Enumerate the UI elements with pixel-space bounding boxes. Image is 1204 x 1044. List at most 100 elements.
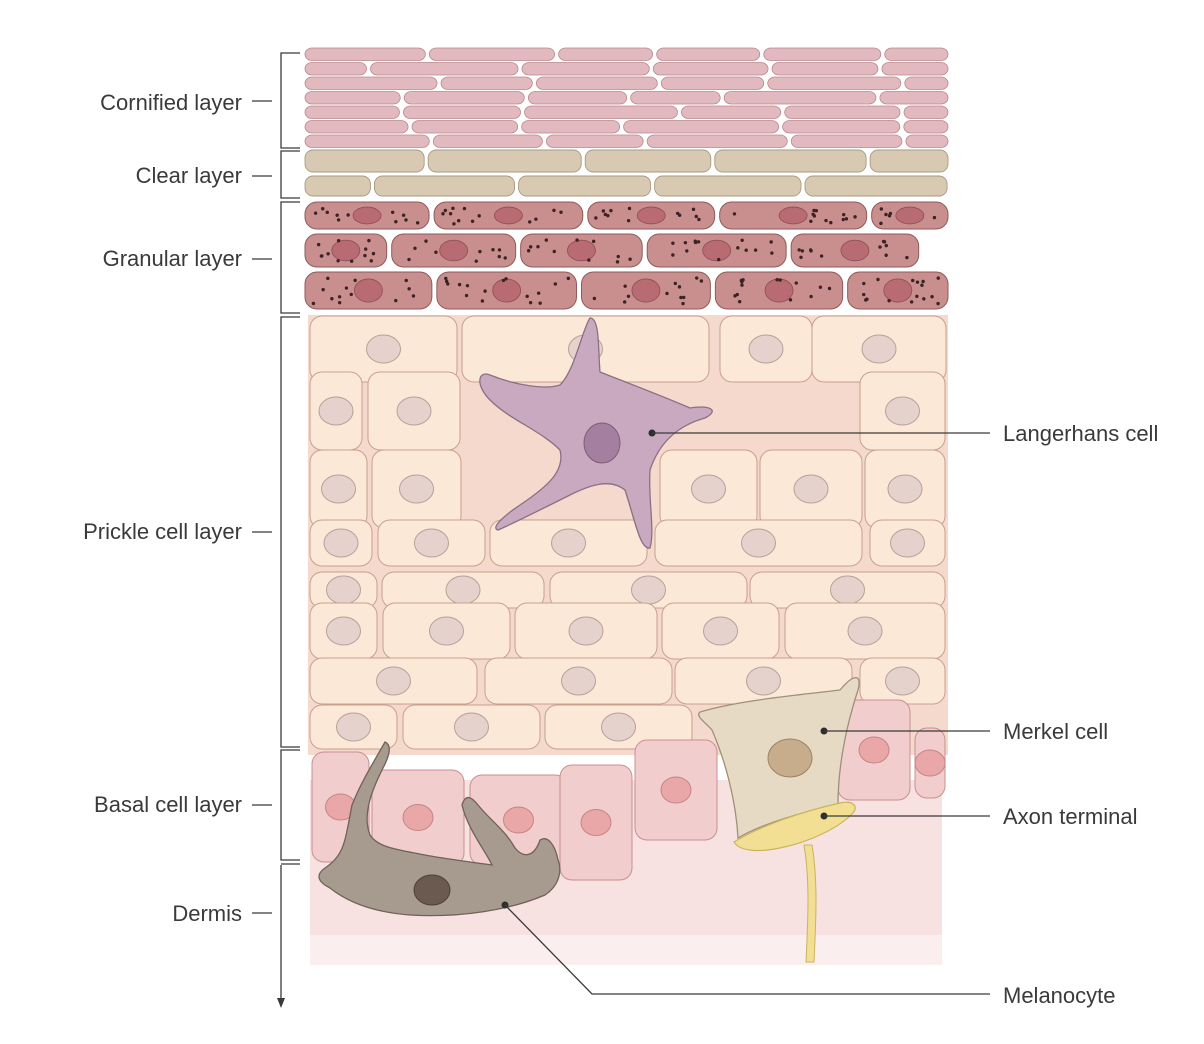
cornified-cell xyxy=(546,135,643,148)
cornified-cell xyxy=(764,48,881,61)
cornified-cell xyxy=(768,77,901,90)
granular-cell xyxy=(848,272,948,309)
cornified-cell xyxy=(536,77,657,90)
cornified-cell xyxy=(305,92,400,105)
cornified-cell xyxy=(653,63,768,76)
cornified-cell xyxy=(305,135,429,148)
clear-cell xyxy=(305,150,424,172)
cornified-cell xyxy=(305,106,399,119)
cornified-cell xyxy=(403,106,520,119)
clear-cell xyxy=(585,150,711,172)
cornified-cell xyxy=(647,135,787,148)
cornified-cell xyxy=(370,63,518,76)
granular-cell xyxy=(791,234,919,267)
cornified-cell xyxy=(624,121,779,134)
prickle-cell xyxy=(662,603,779,659)
cornified-cell xyxy=(724,92,876,105)
dermis-fade xyxy=(310,935,942,965)
clear-layer-cells xyxy=(305,150,948,196)
granular-cell xyxy=(715,272,842,309)
prickle-cell xyxy=(310,372,362,450)
granular-cell xyxy=(305,202,429,229)
basal-cell xyxy=(915,728,945,798)
prickle-cell xyxy=(860,658,945,704)
cornified-cell xyxy=(631,92,721,105)
cornified-cell xyxy=(783,121,900,134)
clear-cell xyxy=(870,150,948,172)
cornified-cell xyxy=(791,135,902,148)
cornified-cell xyxy=(525,106,678,119)
prickle-cell xyxy=(515,603,657,659)
prickle-cell xyxy=(660,450,757,528)
clear-cell xyxy=(655,176,801,196)
prickle-cell xyxy=(490,520,647,566)
granular-cell xyxy=(437,272,577,309)
prickle-cell xyxy=(403,705,540,749)
cornified-cell xyxy=(433,135,542,148)
cornified-cell xyxy=(681,106,780,119)
label-langerhans-cell: Langerhans cell xyxy=(1003,421,1158,446)
prickle-cell xyxy=(865,450,945,528)
layer-brackets xyxy=(281,53,300,864)
granular-cell xyxy=(872,202,948,229)
cornified-cell xyxy=(522,121,620,134)
prickle-cell xyxy=(310,450,367,528)
prickle-cell xyxy=(310,603,377,659)
clear-cell xyxy=(428,150,581,172)
granular-cell xyxy=(305,272,432,309)
label-granular-layer: Granular layer xyxy=(103,246,242,271)
label-dermis: Dermis xyxy=(172,901,242,926)
clear-cell xyxy=(374,176,514,196)
cornified-cell xyxy=(305,63,366,76)
clear-cell xyxy=(805,176,947,196)
prickle-cell xyxy=(860,372,945,450)
cornified-cell xyxy=(661,77,763,90)
prickle-cell xyxy=(655,520,862,566)
granular-cell xyxy=(434,202,583,229)
basal-cell xyxy=(635,740,717,840)
cornified-cell xyxy=(657,48,760,61)
label-prickle-cell-layer: Prickle cell layer xyxy=(83,519,242,544)
clear-cell xyxy=(305,176,370,196)
cornified-layer-cells xyxy=(305,48,948,148)
layer-labels: Cornified layer Clear layer Granular lay… xyxy=(83,90,272,926)
cornified-cell xyxy=(305,121,408,134)
granular-layer-cells xyxy=(305,202,948,309)
cornified-cell xyxy=(772,63,878,76)
prickle-cell xyxy=(785,603,945,659)
prickle-cell xyxy=(310,520,372,566)
prickle-cell xyxy=(310,658,477,704)
prickle-cell xyxy=(383,603,510,659)
cornified-cell xyxy=(522,63,649,76)
label-clear-layer: Clear layer xyxy=(136,163,242,188)
cornified-cell xyxy=(785,106,900,119)
granular-cell xyxy=(305,234,387,267)
prickle-cell xyxy=(760,450,862,528)
prickle-cell xyxy=(720,316,812,382)
depth-arrow xyxy=(277,865,285,1008)
prickle-cell xyxy=(368,372,460,450)
label-basal-cell-layer: Basal cell layer xyxy=(94,792,242,817)
basal-cell xyxy=(560,765,632,880)
granular-cell xyxy=(392,234,516,267)
prickle-cell xyxy=(485,658,672,704)
cornified-cell xyxy=(404,92,524,105)
label-merkel-cell: Merkel cell xyxy=(1003,719,1108,744)
cornified-cell xyxy=(906,135,948,148)
granular-cell xyxy=(521,234,643,267)
prickle-cell xyxy=(378,520,485,566)
cornified-cell xyxy=(559,48,653,61)
clear-cell xyxy=(519,176,651,196)
cornified-cell xyxy=(305,77,437,90)
granular-cell xyxy=(588,202,715,229)
cornified-cell xyxy=(528,92,626,105)
cornified-cell xyxy=(305,48,425,61)
granular-cell xyxy=(647,234,786,267)
prickle-cell xyxy=(870,520,945,566)
label-cornified-layer: Cornified layer xyxy=(100,90,242,115)
cornified-cell xyxy=(904,106,948,119)
clear-cell xyxy=(715,150,866,172)
cornified-cell xyxy=(412,121,518,134)
label-melanocyte: Melanocyte xyxy=(1003,983,1116,1008)
